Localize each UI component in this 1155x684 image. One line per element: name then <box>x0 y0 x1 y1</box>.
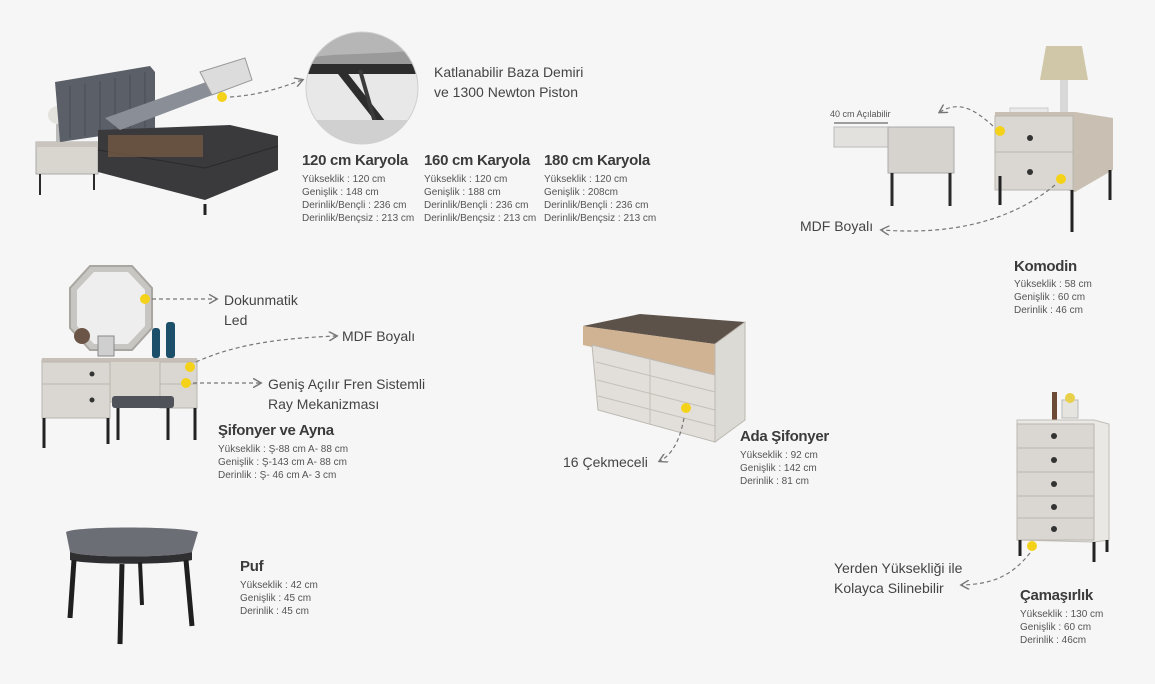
chest-image <box>962 392 1110 585</box>
island-title: Ada Şifonyer <box>740 428 829 445</box>
spec-line: Derinlik/Bençli : 236 cm <box>302 200 407 211</box>
feature-line: Ray Mekanizması <box>268 396 380 412</box>
dresser-info: Şifonyer ve Ayna Yükseklik : Ş-88 cm A- … <box>218 422 348 482</box>
chest-feature-text: Yerden Yüksekliği ile Kolayca Silinebili… <box>834 558 962 598</box>
spec-line: Derinlik/Bençli : 236 cm <box>544 200 649 211</box>
pouf-image <box>66 527 198 645</box>
spec-line: Derinlik : 46cm <box>1020 635 1087 646</box>
island-specs: Yükseklik : 92 cm Genişlik : 142 cm Deri… <box>740 449 829 488</box>
nightstand-image <box>833 46 1113 232</box>
feature-line: MDF Boyalı <box>342 328 416 344</box>
spec-line: Derinlik/Bençsiz : 213 cm <box>302 213 415 224</box>
spec-line: Yükseklik : Ş-88 cm A- 88 cm <box>218 444 349 455</box>
spec-line: Derinlik : 46 cm <box>1014 305 1083 316</box>
spec-line: Yükseklik : 120 cm <box>302 174 386 185</box>
bed-variant-180: 180 cm Karyola Yükseklik : 120 cm Genişl… <box>544 152 656 225</box>
feature-line: Dokunmatik <box>224 292 298 308</box>
spec-line: Derinlik : 81 cm <box>740 476 809 487</box>
spec-line: Yükseklik : 92 cm <box>740 450 818 461</box>
spec-line: Derinlik : Ş- 46 cm A- 3 cm <box>218 470 337 481</box>
spec-line: Yükseklik : 58 cm <box>1014 279 1092 290</box>
feature-line: Led <box>224 312 248 328</box>
spec-line: Genişlik : 142 cm <box>740 463 817 474</box>
dresser-specs: Yükseklik : Ş-88 cm A- 88 cm Genişlik : … <box>218 443 348 482</box>
spec-line: Genişlik : 148 cm <box>302 187 379 198</box>
spec-line: Genişlik : 208cm <box>544 187 618 198</box>
feature-line: Geniş Açılır Fren Sistemli <box>268 376 426 392</box>
bed-image <box>35 57 302 215</box>
pouf-info: Puf Yükseklik : 42 cm Genişlik : 45 cm D… <box>240 558 318 618</box>
feature-line: Yerden Yüksekliği ile <box>834 560 963 576</box>
spec-line: Derinlik/Bençsiz : 213 cm <box>544 213 657 224</box>
bed-variant-specs: Yükseklik : 120 cm Genişlik : 188 cm Der… <box>424 173 536 225</box>
chest-specs: Yükseklik : 130 cm Genişlik : 60 cm Deri… <box>1020 608 1103 647</box>
spec-line: Yükseklik : 120 cm <box>424 174 508 185</box>
pouf-title: Puf <box>240 558 264 575</box>
nightstand-feature-text: MDF Boyalı <box>800 218 874 234</box>
spec-line: Yükseklik : 120 cm <box>544 174 628 185</box>
bed-feature-text: Katlanabilir Baza Demiri ve 1300 Newton … <box>434 62 583 102</box>
dresser-feature-rail: Geniş Açılır Fren Sistemli Ray Mekanizma… <box>268 374 425 414</box>
bed-variant-title: 180 cm Karyola <box>544 152 650 169</box>
bed-variant-title: 120 cm Karyola <box>302 152 408 169</box>
spec-line: Genişlik : Ş-143 cm A- 88 cm <box>218 457 347 468</box>
spec-line: Genişlik : 60 cm <box>1014 292 1086 303</box>
bed-variant-specs: Yükseklik : 120 cm Genişlik : 148 cm Der… <box>302 173 414 225</box>
pouf-specs: Yükseklik : 42 cm Genişlik : 45 cm Derin… <box>240 579 318 618</box>
nightstand-specs: Yükseklik : 58 cm Genişlik : 60 cm Derin… <box>1014 278 1092 317</box>
spec-line: Derinlik : 45 cm <box>240 606 309 617</box>
island-feature-text: 16 Çekmeceli <box>563 454 648 470</box>
spec-line: Yükseklik : 42 cm <box>240 580 318 591</box>
chest-info: Çamaşırlık Yükseklik : 130 cm Genişlik :… <box>1020 587 1103 647</box>
spec-line: Yükseklik : 130 cm <box>1020 609 1104 620</box>
nightstand-info: Komodin Yükseklik : 58 cm Genişlik : 60 … <box>1014 258 1092 317</box>
chest-title: Çamaşırlık <box>1020 587 1093 604</box>
bed-variant-160: 160 cm Karyola Yükseklik : 120 cm Genişl… <box>424 152 536 225</box>
lift-mechanism-detail-image <box>305 31 419 145</box>
bed-feature-line-2: ve 1300 Newton Piston <box>434 84 578 100</box>
spec-line: Derinlik/Bençli : 236 cm <box>424 200 529 211</box>
dresser-title: Şifonyer ve Ayna <box>218 422 334 439</box>
spec-line: Genişlik : 45 cm <box>240 593 312 604</box>
bed-variant-specs: Yükseklik : 120 cm Genişlik : 208cm Deri… <box>544 173 656 225</box>
dresser-image <box>41 265 336 448</box>
spec-line: Genişlik : 188 cm <box>424 187 501 198</box>
island-info: Ada Şifonyer Yükseklik : 92 cm Genişlik … <box>740 428 829 488</box>
drawer-open-label: 40 cm Açılabilir <box>830 109 891 119</box>
dresser-feature-led: Dokunmatik Led <box>224 290 298 330</box>
feature-line: Kolayca Silinebilir <box>834 580 944 596</box>
bed-variant-title: 160 cm Karyola <box>424 152 530 169</box>
nightstand-title: Komodin <box>1014 258 1077 275</box>
spec-line: Genişlik : 60 cm <box>1020 622 1092 633</box>
bed-feature-line-1: Katlanabilir Baza Demiri <box>434 64 584 80</box>
island-dresser-image <box>583 314 746 461</box>
dresser-feature-mdf: MDF Boyalı <box>342 326 415 346</box>
spec-line: Derinlik/Bençsiz : 213 cm <box>424 213 537 224</box>
bed-variant-120: 120 cm Karyola Yükseklik : 120 cm Genişl… <box>302 152 414 225</box>
